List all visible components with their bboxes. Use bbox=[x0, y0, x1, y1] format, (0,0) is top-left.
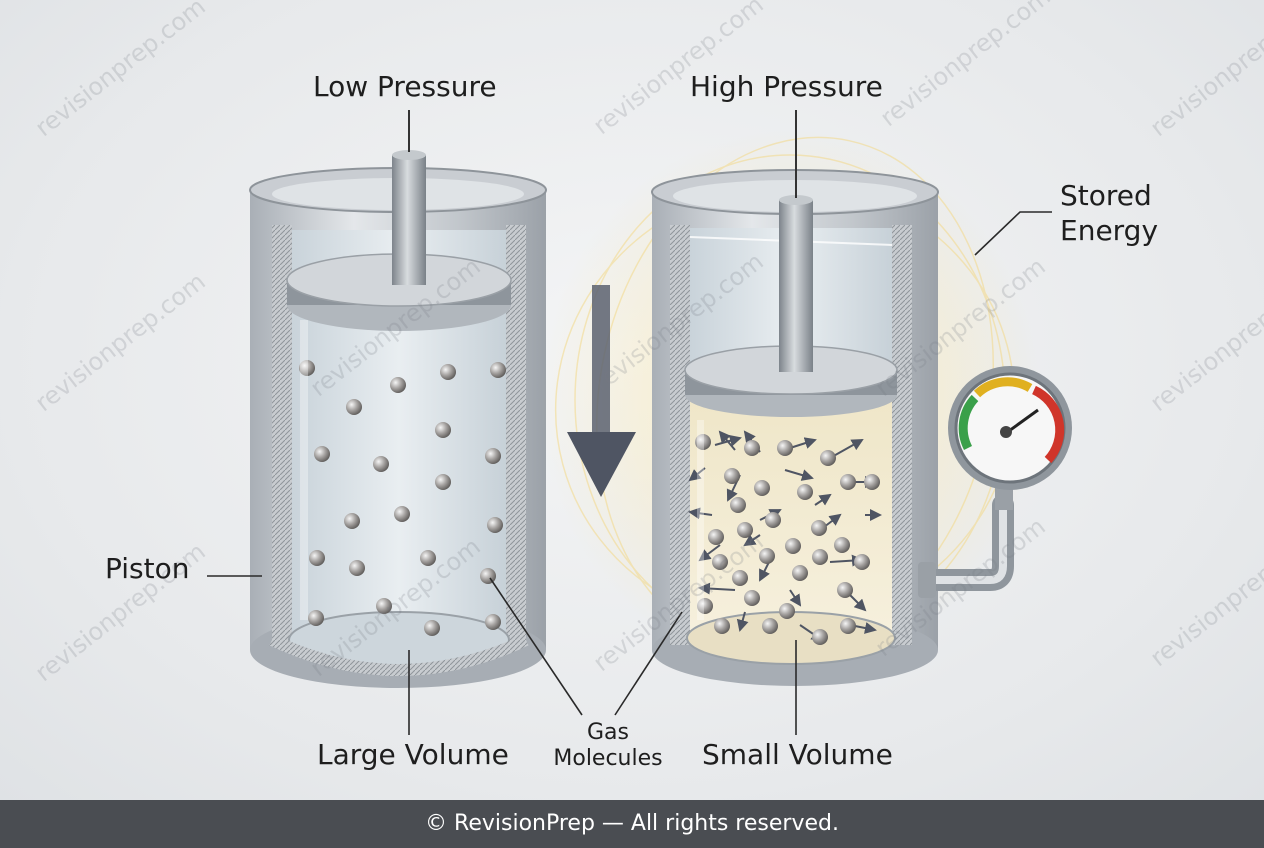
gas-molecules-label: Gas Molecules bbox=[548, 720, 668, 773]
high-pressure-label: High Pressure bbox=[690, 70, 883, 103]
stored-energy-label: Stored Energy bbox=[1060, 178, 1158, 248]
leader-lines bbox=[207, 211, 1052, 735]
copyright-footer: © RevisionPrep — All rights reserved. bbox=[0, 800, 1264, 848]
small-volume-label: Small Volume bbox=[702, 738, 893, 771]
down-arrow-icon bbox=[567, 285, 636, 497]
large-volume-label: Large Volume bbox=[317, 738, 509, 771]
diagram-canvas: revisionprep.com revisionprep.com revisi… bbox=[0, 0, 1264, 800]
gas-molecules-line1: Gas bbox=[587, 720, 629, 745]
pressure-gauge-icon bbox=[918, 366, 1072, 598]
low-pressure-label: Low Pressure bbox=[313, 70, 497, 103]
left-molecules bbox=[299, 360, 506, 636]
stored-energy-line2: Energy bbox=[1060, 214, 1159, 247]
right-cylinder bbox=[651, 110, 939, 686]
diagram-svg bbox=[207, 110, 1072, 735]
stored-energy-line1: Stored bbox=[1060, 179, 1152, 212]
left-cylinder bbox=[249, 110, 547, 688]
gas-molecules-line2: Molecules bbox=[553, 746, 663, 772]
right-molecules bbox=[688, 430, 882, 645]
piston-label: Piston bbox=[105, 552, 190, 585]
